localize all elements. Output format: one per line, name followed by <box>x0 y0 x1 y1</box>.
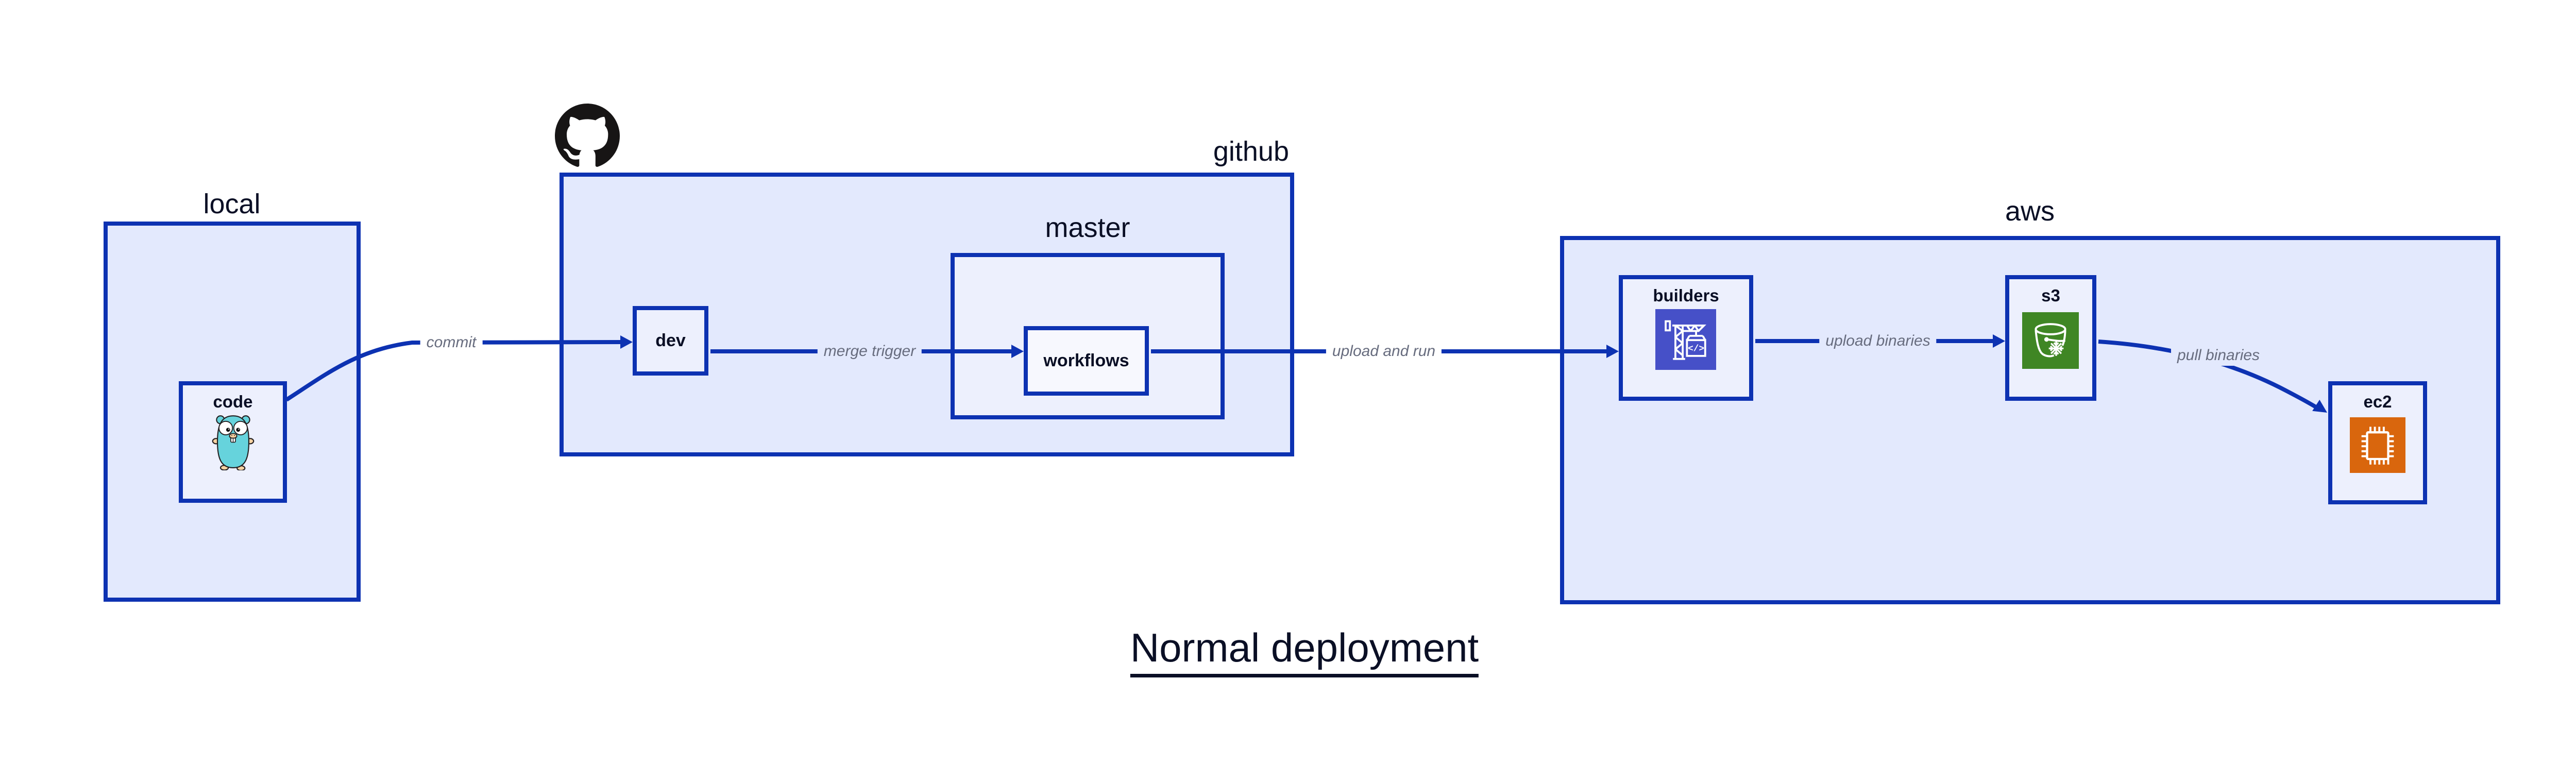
upload-and-run-edge-label: upload and run <box>1326 341 1442 362</box>
code-label: code <box>213 392 253 411</box>
github-octocat-icon <box>555 104 620 167</box>
workflows-label: workflows <box>1043 351 1129 370</box>
dev-label: dev <box>655 331 686 350</box>
aws-label: aws <box>2005 196 2055 227</box>
node-dev: dev <box>633 306 708 376</box>
local-label: local <box>203 189 261 219</box>
aws-s3-glacier-icon <box>2022 312 2079 369</box>
merge-trigger-edge-label: merge trigger <box>817 341 922 362</box>
svg-text:</>: </> <box>1688 344 1704 354</box>
master-label: master <box>1045 212 1130 243</box>
ec2-label: ec2 <box>2363 392 2392 411</box>
s3-label: s3 <box>2041 286 2060 305</box>
github-label: github <box>1213 136 1289 167</box>
builders-label: builders <box>1653 286 1719 305</box>
pull-binaries-edge-label: pull binaries <box>2171 345 2266 366</box>
commit-edge-label: commit <box>420 332 483 353</box>
node-workflows: workflows <box>1024 326 1149 396</box>
go-gopher-icon <box>212 415 255 470</box>
aws-ec2-icon <box>2350 417 2405 473</box>
upload-binaries-edge-label: upload binaries <box>1819 331 1937 351</box>
diagram-title: Normal deployment <box>1130 624 1479 677</box>
aws-codebuild-icon: </> <box>1655 309 1716 370</box>
